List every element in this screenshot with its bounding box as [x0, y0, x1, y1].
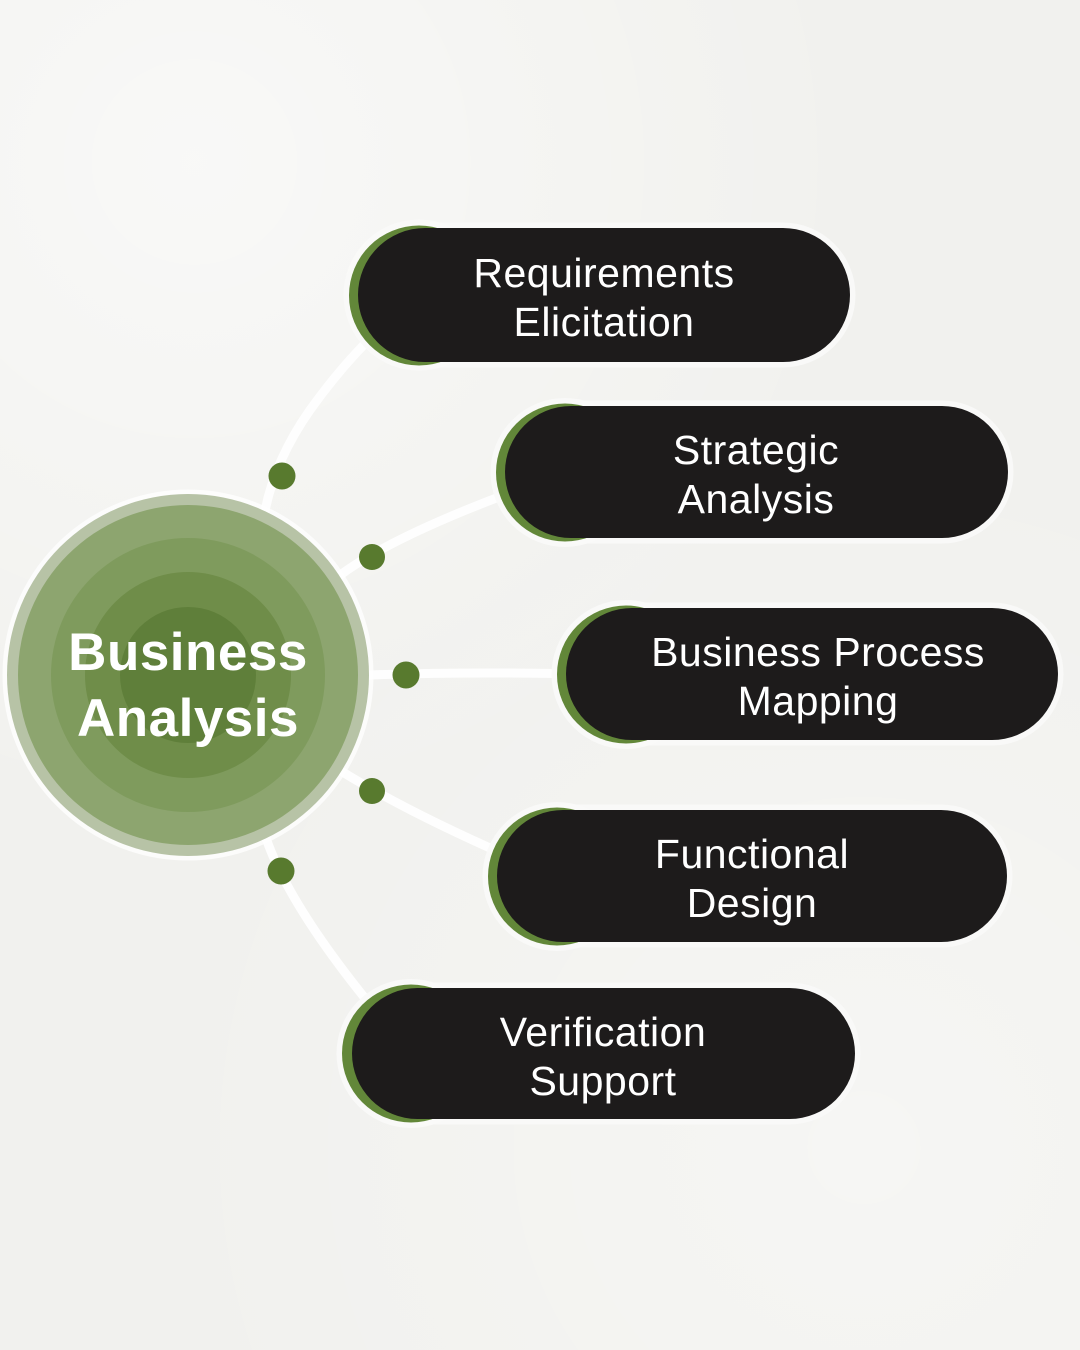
pill-body [505, 406, 1008, 538]
node-verification-support: Verification Support [336, 979, 861, 1128]
pill-label-line1: Verification [500, 1009, 707, 1055]
node-business-process-mapping: Business Process Mapping [551, 600, 1064, 749]
center-title-line2: Analysis [77, 689, 299, 748]
node-strategic-analysis: Strategic Analysis [490, 398, 1014, 547]
pill-label-line2: Design [687, 880, 818, 926]
connector-dot [268, 462, 296, 490]
pill-body [566, 608, 1058, 740]
center-halo-ring [2, 489, 374, 861]
pill-label-line1: Strategic [673, 427, 839, 473]
pill-label-line2: Elicitation [514, 299, 695, 345]
pill-body [358, 228, 850, 362]
pill-label-line1: Requirements [473, 250, 734, 296]
pill-label-line2: Support [529, 1058, 676, 1104]
connector-dot [359, 778, 385, 804]
pill-label-line2: Mapping [738, 678, 899, 724]
pill-label-line1: Functional [655, 831, 849, 877]
node-functional-design: Functional Design [482, 802, 1013, 951]
connector-dot [359, 544, 385, 570]
connector-dot [392, 661, 420, 689]
pill-body [352, 988, 855, 1119]
connector-dot [267, 857, 295, 885]
center-node: Business Analysis [2, 489, 374, 861]
pill-body [497, 810, 1007, 942]
node-requirements-elicitation: Requirements Elicitation [343, 219, 856, 371]
center-circle-core [120, 607, 256, 743]
center-title-line1: Business [68, 623, 308, 682]
pill-label-line1: Business Process [651, 629, 985, 675]
pill-label-line2: Analysis [678, 476, 835, 522]
connector-dots [267, 462, 420, 885]
